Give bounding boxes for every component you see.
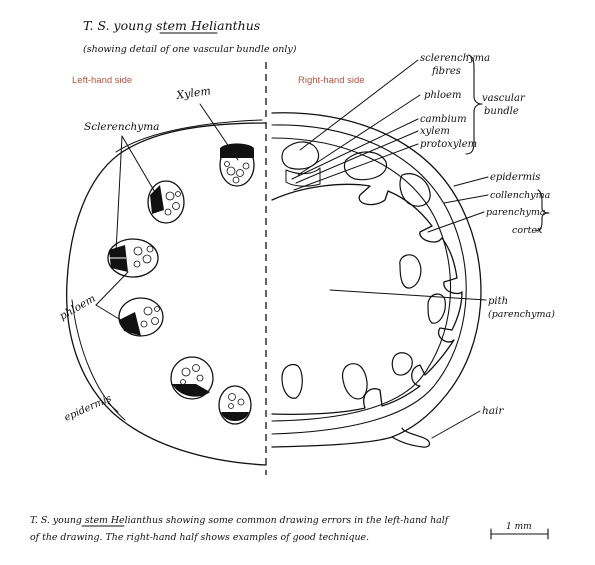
right-label-phloem: phloem: [424, 90, 461, 101]
left-vascular-bundle: [170, 356, 214, 400]
left-side-label: Left-hand side: [72, 75, 132, 86]
left-label-phloem: phloem: [58, 293, 98, 323]
left-vascular-bundle: [118, 297, 164, 337]
right-vascular-bundle: [427, 293, 446, 324]
vascular-bundle-bracket: [465, 54, 483, 155]
right-label-hair: hair: [482, 405, 504, 417]
right-collenchyma-line: [271, 124, 467, 435]
left-vascular-bundle: [219, 143, 255, 187]
leader-left-epidermis: [107, 402, 119, 413]
leader-right-protoxylem: [293, 143, 419, 191]
leader-right-hair: [431, 410, 481, 439]
leader-right-epidermis: [453, 176, 489, 187]
leader-left-sclerenchyma: [115, 135, 123, 253]
right-vascular-bundle: [399, 173, 431, 207]
right-epidermis-line: [271, 112, 482, 448]
left-label-epidermis: epidermis: [63, 393, 114, 424]
cortex-bracket: [535, 189, 550, 232]
leader-left-xylem: [199, 103, 239, 161]
right-label-parenchyma: parenchyma: [486, 207, 546, 218]
right-label-pith-parenchyma: (parenchyma): [488, 309, 555, 320]
scale-bar-label: 1 mm: [506, 522, 532, 532]
left-vascular-bundle: [218, 385, 252, 425]
diagram-subtitle: (showing detail of one vascular bundle o…: [83, 44, 297, 55]
diagram-title: T. S. young stem Helianthus: [83, 18, 260, 33]
left-vascular-bundle: [147, 180, 185, 224]
leader-right-xylem: [295, 130, 419, 184]
right-pith-boundary: [271, 183, 463, 415]
scale-bar: [490, 528, 549, 540]
right-hair: [391, 427, 431, 448]
leader-left-phloem: [95, 304, 125, 323]
leader-left-phloem: [95, 271, 129, 306]
leader-right-phloem: [297, 94, 421, 176]
left-outline-sketch: [71, 119, 263, 421]
right-vascular-bundle: [399, 254, 422, 289]
left-label-xylem: Xylem: [175, 84, 212, 102]
right-label-protoxylem: protoxylem: [420, 139, 477, 150]
caption-line-2: of the drawing. The right-hand half show…: [30, 532, 369, 543]
right-vascular-bundle: [391, 352, 413, 376]
leader-right-sclerenchyma: [299, 59, 419, 151]
right-side-label: Right-hand side: [298, 75, 365, 86]
right-half-drawing: sclerenchyma fibres phloem cambium xylem…: [271, 53, 555, 448]
leader-left-sclerenchyma: [121, 135, 157, 195]
right-label-epidermis: epidermis: [490, 172, 540, 183]
left-half-drawing: Xylem Sclerenchyma phloem epidermis: [58, 84, 267, 466]
left-vascular-bundle: [107, 238, 159, 278]
right-vascular-bundle: [341, 363, 368, 400]
leader-right-collenchyma: [443, 194, 489, 204]
right-label-cambium: cambium: [420, 114, 467, 125]
right-vascular-bundle: [281, 363, 303, 399]
right-label-cortex: cortex: [512, 225, 543, 236]
right-label-xylem: xylem: [420, 126, 450, 137]
leader-right-cambium: [291, 118, 419, 180]
left-label-sclerenchyma: Sclerenchyma: [84, 121, 159, 133]
caption-line-1: T. S. young stem Helianthus showing some…: [30, 515, 450, 526]
leader-right-parenchyma: [427, 211, 485, 233]
right-label-bundle: bundle: [484, 106, 519, 117]
right-label-pith: pith: [488, 296, 508, 307]
right-label-sclerenchyma: sclerenchyma: [420, 53, 490, 64]
right-label-fibres: fibres: [431, 66, 461, 77]
right-label-collenchyma: collenchyma: [490, 190, 551, 201]
left-outline: [65, 122, 267, 466]
leader-right-pith: [329, 289, 487, 301]
right-label-vascular: vascular: [482, 93, 526, 104]
right-vascular-bundle-phloem: [285, 167, 321, 187]
